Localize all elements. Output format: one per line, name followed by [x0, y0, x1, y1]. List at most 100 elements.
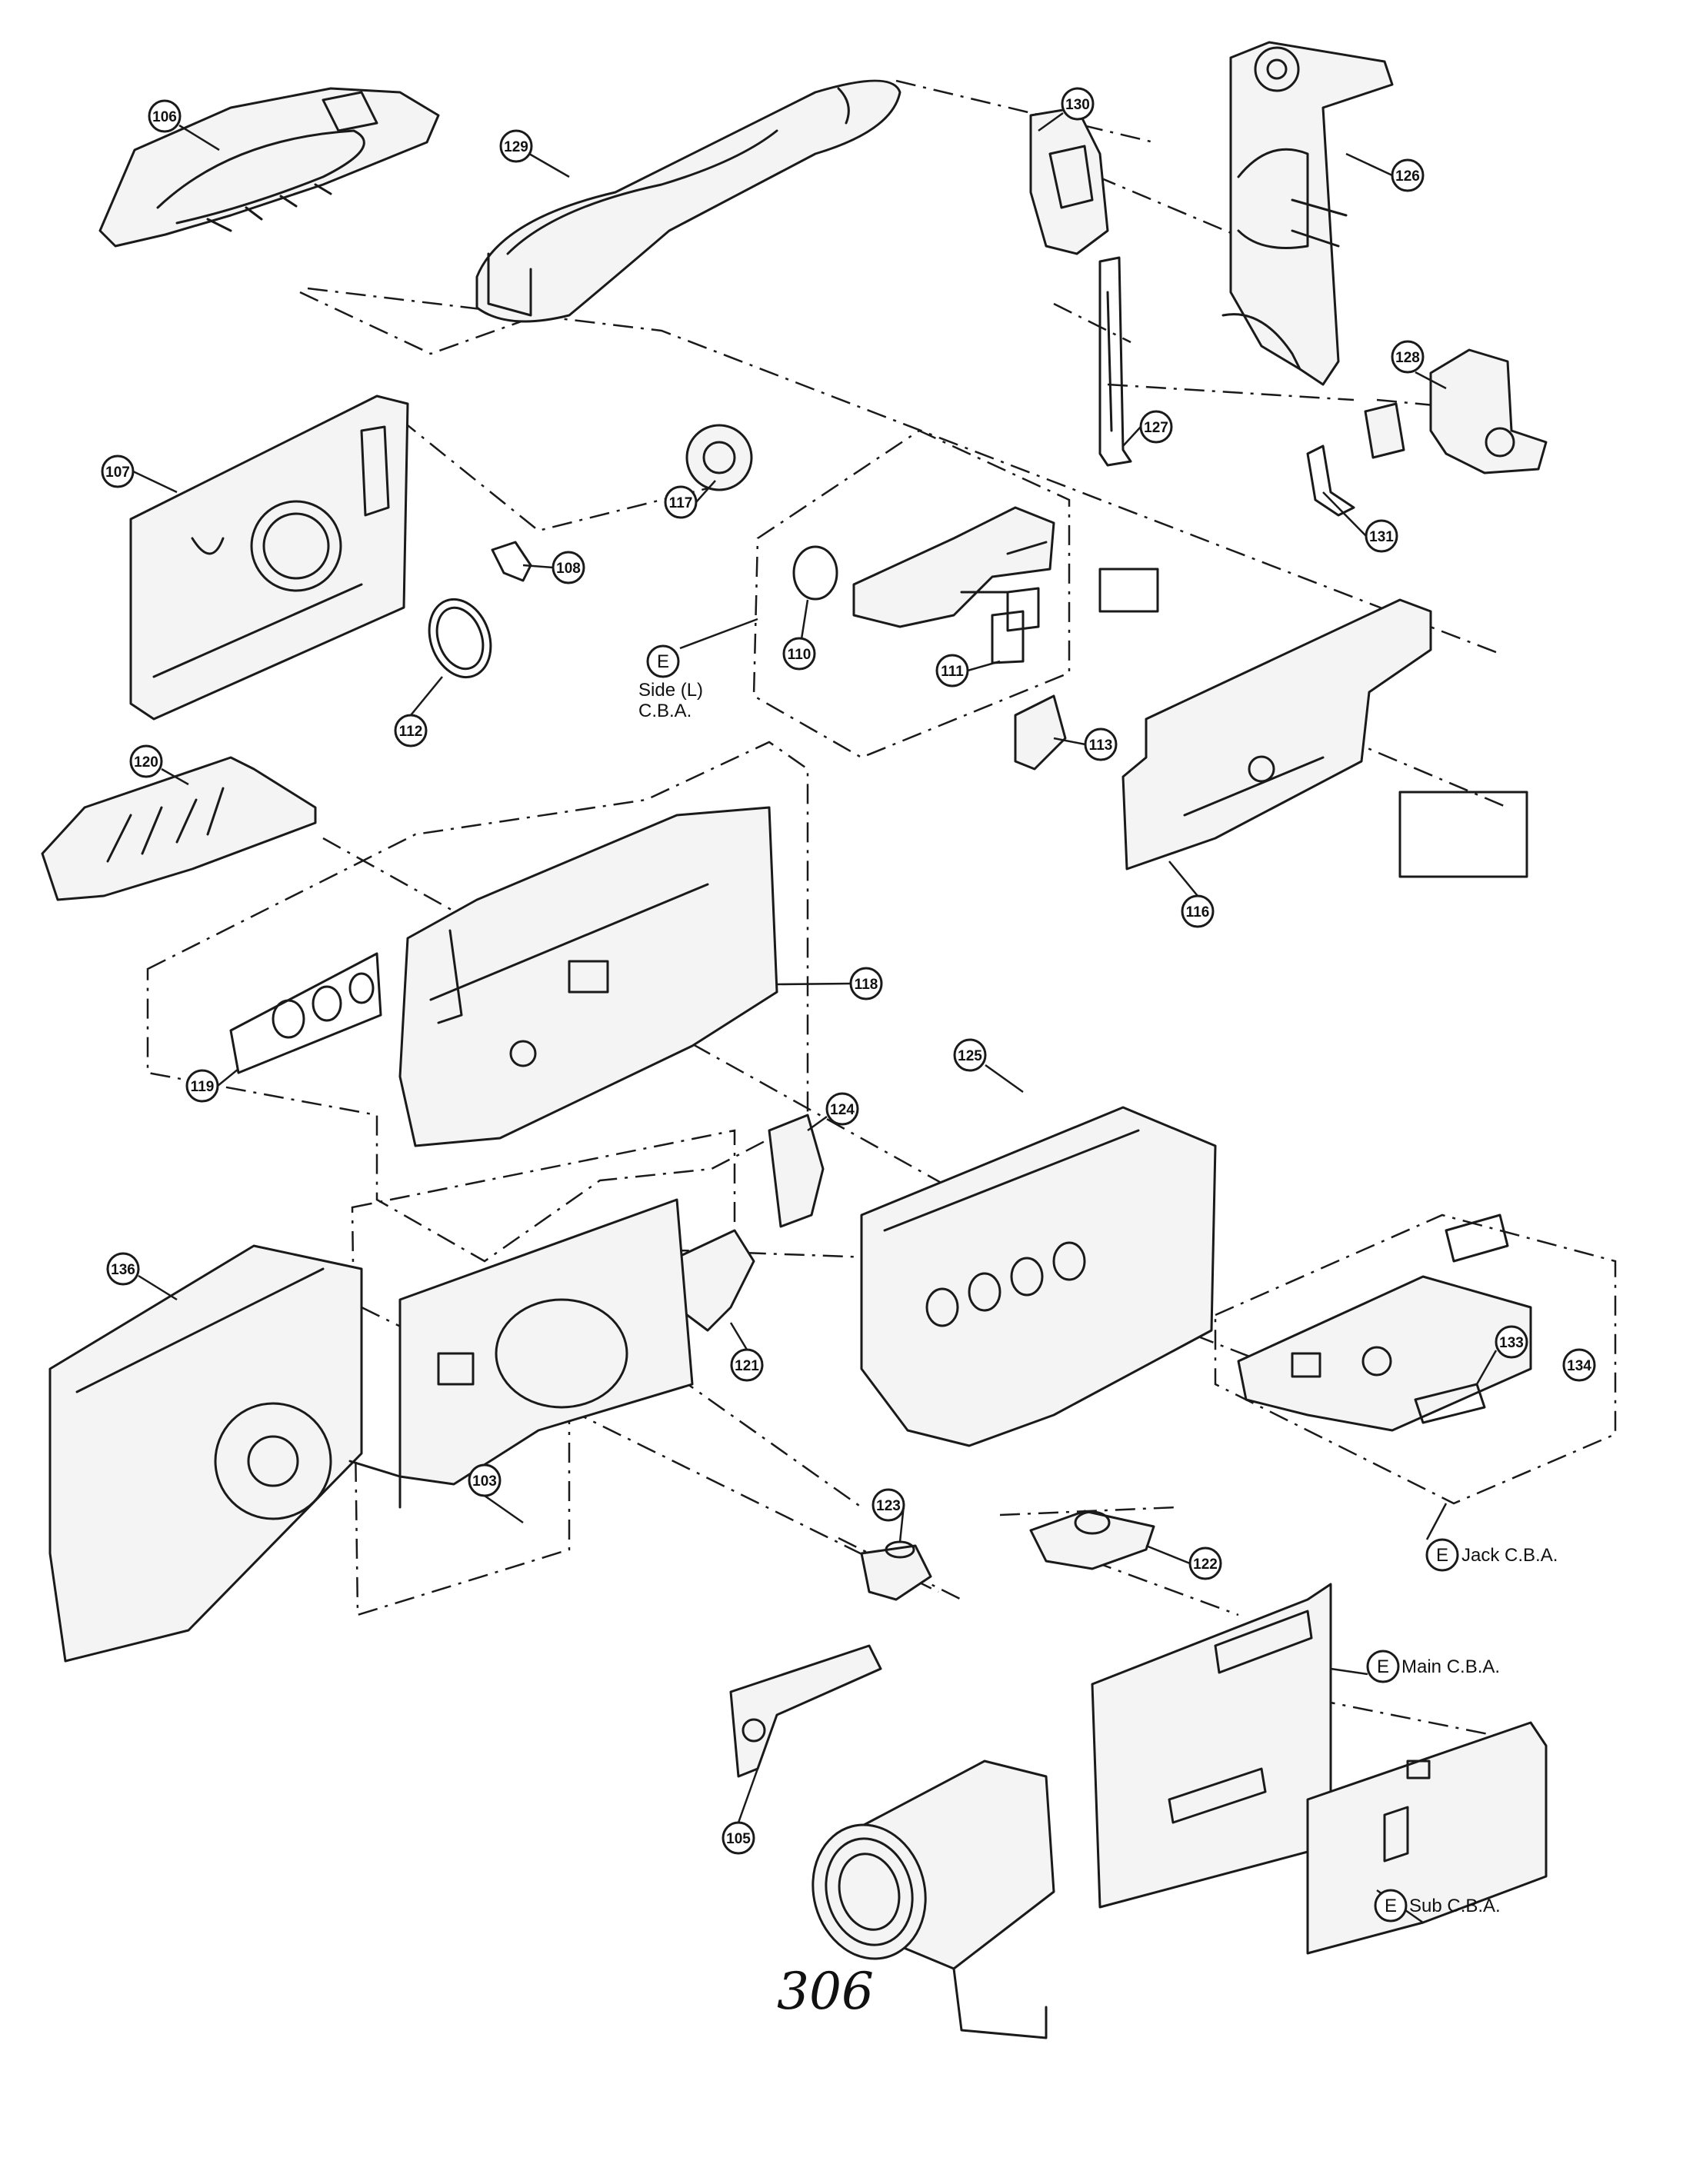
callout-107: 107 — [101, 454, 135, 488]
part-134-cable — [1445, 1214, 1509, 1263]
callout-117: 117 — [664, 485, 698, 519]
svg-text:106: 106 — [152, 109, 177, 125]
part-125-main-chassis — [860, 1106, 1217, 1447]
callout-131: 131 — [1365, 519, 1398, 553]
callout-113: 113 — [1084, 727, 1118, 761]
svg-text:111: 111 — [941, 664, 964, 680]
part-136-cassette-mechanism — [48, 1244, 402, 1663]
svg-text:130: 130 — [1065, 97, 1090, 113]
callout-108: 108 — [552, 551, 585, 584]
callout-126: 126 — [1391, 158, 1425, 192]
svg-text:110: 110 — [788, 647, 812, 663]
callout-111: 111 — [935, 654, 969, 687]
svg-text:E: E — [1436, 1545, 1448, 1566]
part-jack-cba-board — [1237, 1275, 1532, 1432]
callout-110: 110 — [782, 637, 816, 671]
part-116-chassis-plate — [1121, 598, 1528, 878]
callout-119: 119 — [185, 1069, 219, 1103]
callout-106: 106 — [148, 99, 182, 133]
callout-103: 103 — [468, 1463, 502, 1497]
part-120-grip — [41, 756, 317, 901]
svg-text:119: 119 — [191, 1079, 215, 1095]
svg-text:107: 107 — [105, 464, 130, 481]
svg-text:134: 134 — [1567, 1358, 1591, 1374]
label-side-l-cba: E Side (L) C.B.A. — [638, 644, 703, 721]
part-108-bracket — [491, 541, 532, 582]
callout-116: 116 — [1181, 894, 1215, 928]
svg-text:Side (L): Side (L) — [638, 680, 703, 701]
svg-text:Main C.B.A.: Main C.B.A. — [1401, 1656, 1500, 1677]
svg-text:133: 133 — [1499, 1335, 1524, 1351]
svg-text:136: 136 — [111, 1262, 135, 1278]
part-lens-unit — [812, 1760, 1055, 2039]
part-126-side-frame — [1221, 41, 1394, 386]
callout-134: 134 — [1562, 1348, 1596, 1382]
part-103-frame — [398, 1198, 694, 1486]
svg-text:112: 112 — [399, 724, 423, 740]
callout-129: 129 — [499, 129, 533, 163]
part-side-l-cba-board — [792, 506, 1159, 664]
svg-text:125: 125 — [958, 1048, 982, 1064]
svg-text:129: 129 — [504, 139, 528, 155]
page-number: 306 — [777, 1962, 874, 2021]
svg-text:124: 124 — [830, 1102, 855, 1118]
part-122-motor-plate — [1029, 1510, 1155, 1570]
svg-text:128: 128 — [1395, 350, 1420, 366]
svg-text:118: 118 — [855, 977, 878, 993]
svg-text:Sub C.B.A.: Sub C.B.A. — [1409, 1896, 1501, 1916]
svg-text:123: 123 — [876, 1498, 901, 1514]
svg-text:105: 105 — [726, 1831, 751, 1847]
leader-lines — [132, 112, 1572, 1924]
callout-121: 121 — [730, 1348, 764, 1382]
svg-text:120: 120 — [134, 754, 158, 771]
svg-text:E: E — [657, 651, 669, 672]
part-113-clip — [1014, 694, 1067, 771]
part-130-bracket — [1029, 106, 1109, 255]
part-105-bracket — [729, 1644, 882, 1778]
callout-105: 105 — [722, 1821, 755, 1855]
svg-text:E: E — [1377, 1656, 1389, 1677]
svg-text:103: 103 — [472, 1473, 497, 1490]
part-107-side-panel — [129, 395, 409, 721]
svg-text:117: 117 — [669, 495, 693, 511]
callout-118: 118 — [849, 967, 883, 1000]
callout-123: 123 — [871, 1488, 905, 1522]
part-128-plate — [1429, 348, 1548, 474]
part-131-clip — [1306, 402, 1405, 517]
callout-130: 130 — [1061, 87, 1095, 121]
svg-text:116: 116 — [1186, 904, 1210, 921]
svg-text:131: 131 — [1369, 529, 1394, 545]
svg-text:E: E — [1385, 1896, 1397, 1916]
jack-cba-outline — [1214, 1214, 1617, 1505]
part-sub-cba-board — [1306, 1721, 1548, 1955]
callout-125: 125 — [953, 1038, 987, 1072]
part-117-gear — [685, 424, 753, 491]
callout-128: 128 — [1391, 340, 1425, 374]
callout-133: 133 — [1495, 1325, 1528, 1359]
part-main-cba-board — [1091, 1583, 1332, 1909]
part-119-label — [229, 952, 382, 1074]
svg-text:C.B.A.: C.B.A. — [638, 701, 692, 721]
svg-text:Jack C.B.A.: Jack C.B.A. — [1461, 1545, 1558, 1566]
svg-text:122: 122 — [1193, 1556, 1218, 1573]
label-sub-cba: E Sub C.B.A. — [1374, 1889, 1501, 1923]
part-123-motor — [860, 1540, 932, 1601]
callout-127: 127 — [1139, 410, 1173, 444]
part-118-frame — [398, 806, 778, 1147]
label-jack-cba: E Jack C.B.A. — [1425, 1538, 1558, 1572]
part-112-ring — [428, 598, 492, 679]
callout-124: 124 — [825, 1092, 859, 1126]
svg-text:121: 121 — [735, 1358, 759, 1374]
label-main-cba: E Main C.B.A. — [1366, 1650, 1500, 1683]
svg-text:126: 126 — [1395, 168, 1420, 185]
part-127-rail — [1098, 256, 1132, 467]
callout-112: 112 — [394, 714, 428, 747]
callout-120: 120 — [129, 744, 163, 778]
svg-text:127: 127 — [1144, 420, 1168, 436]
svg-text:108: 108 — [556, 561, 581, 577]
svg-text:113: 113 — [1089, 737, 1113, 754]
part-129-handle — [475, 79, 901, 323]
callout-122: 122 — [1188, 1546, 1222, 1580]
part-124-latch — [768, 1114, 825, 1228]
